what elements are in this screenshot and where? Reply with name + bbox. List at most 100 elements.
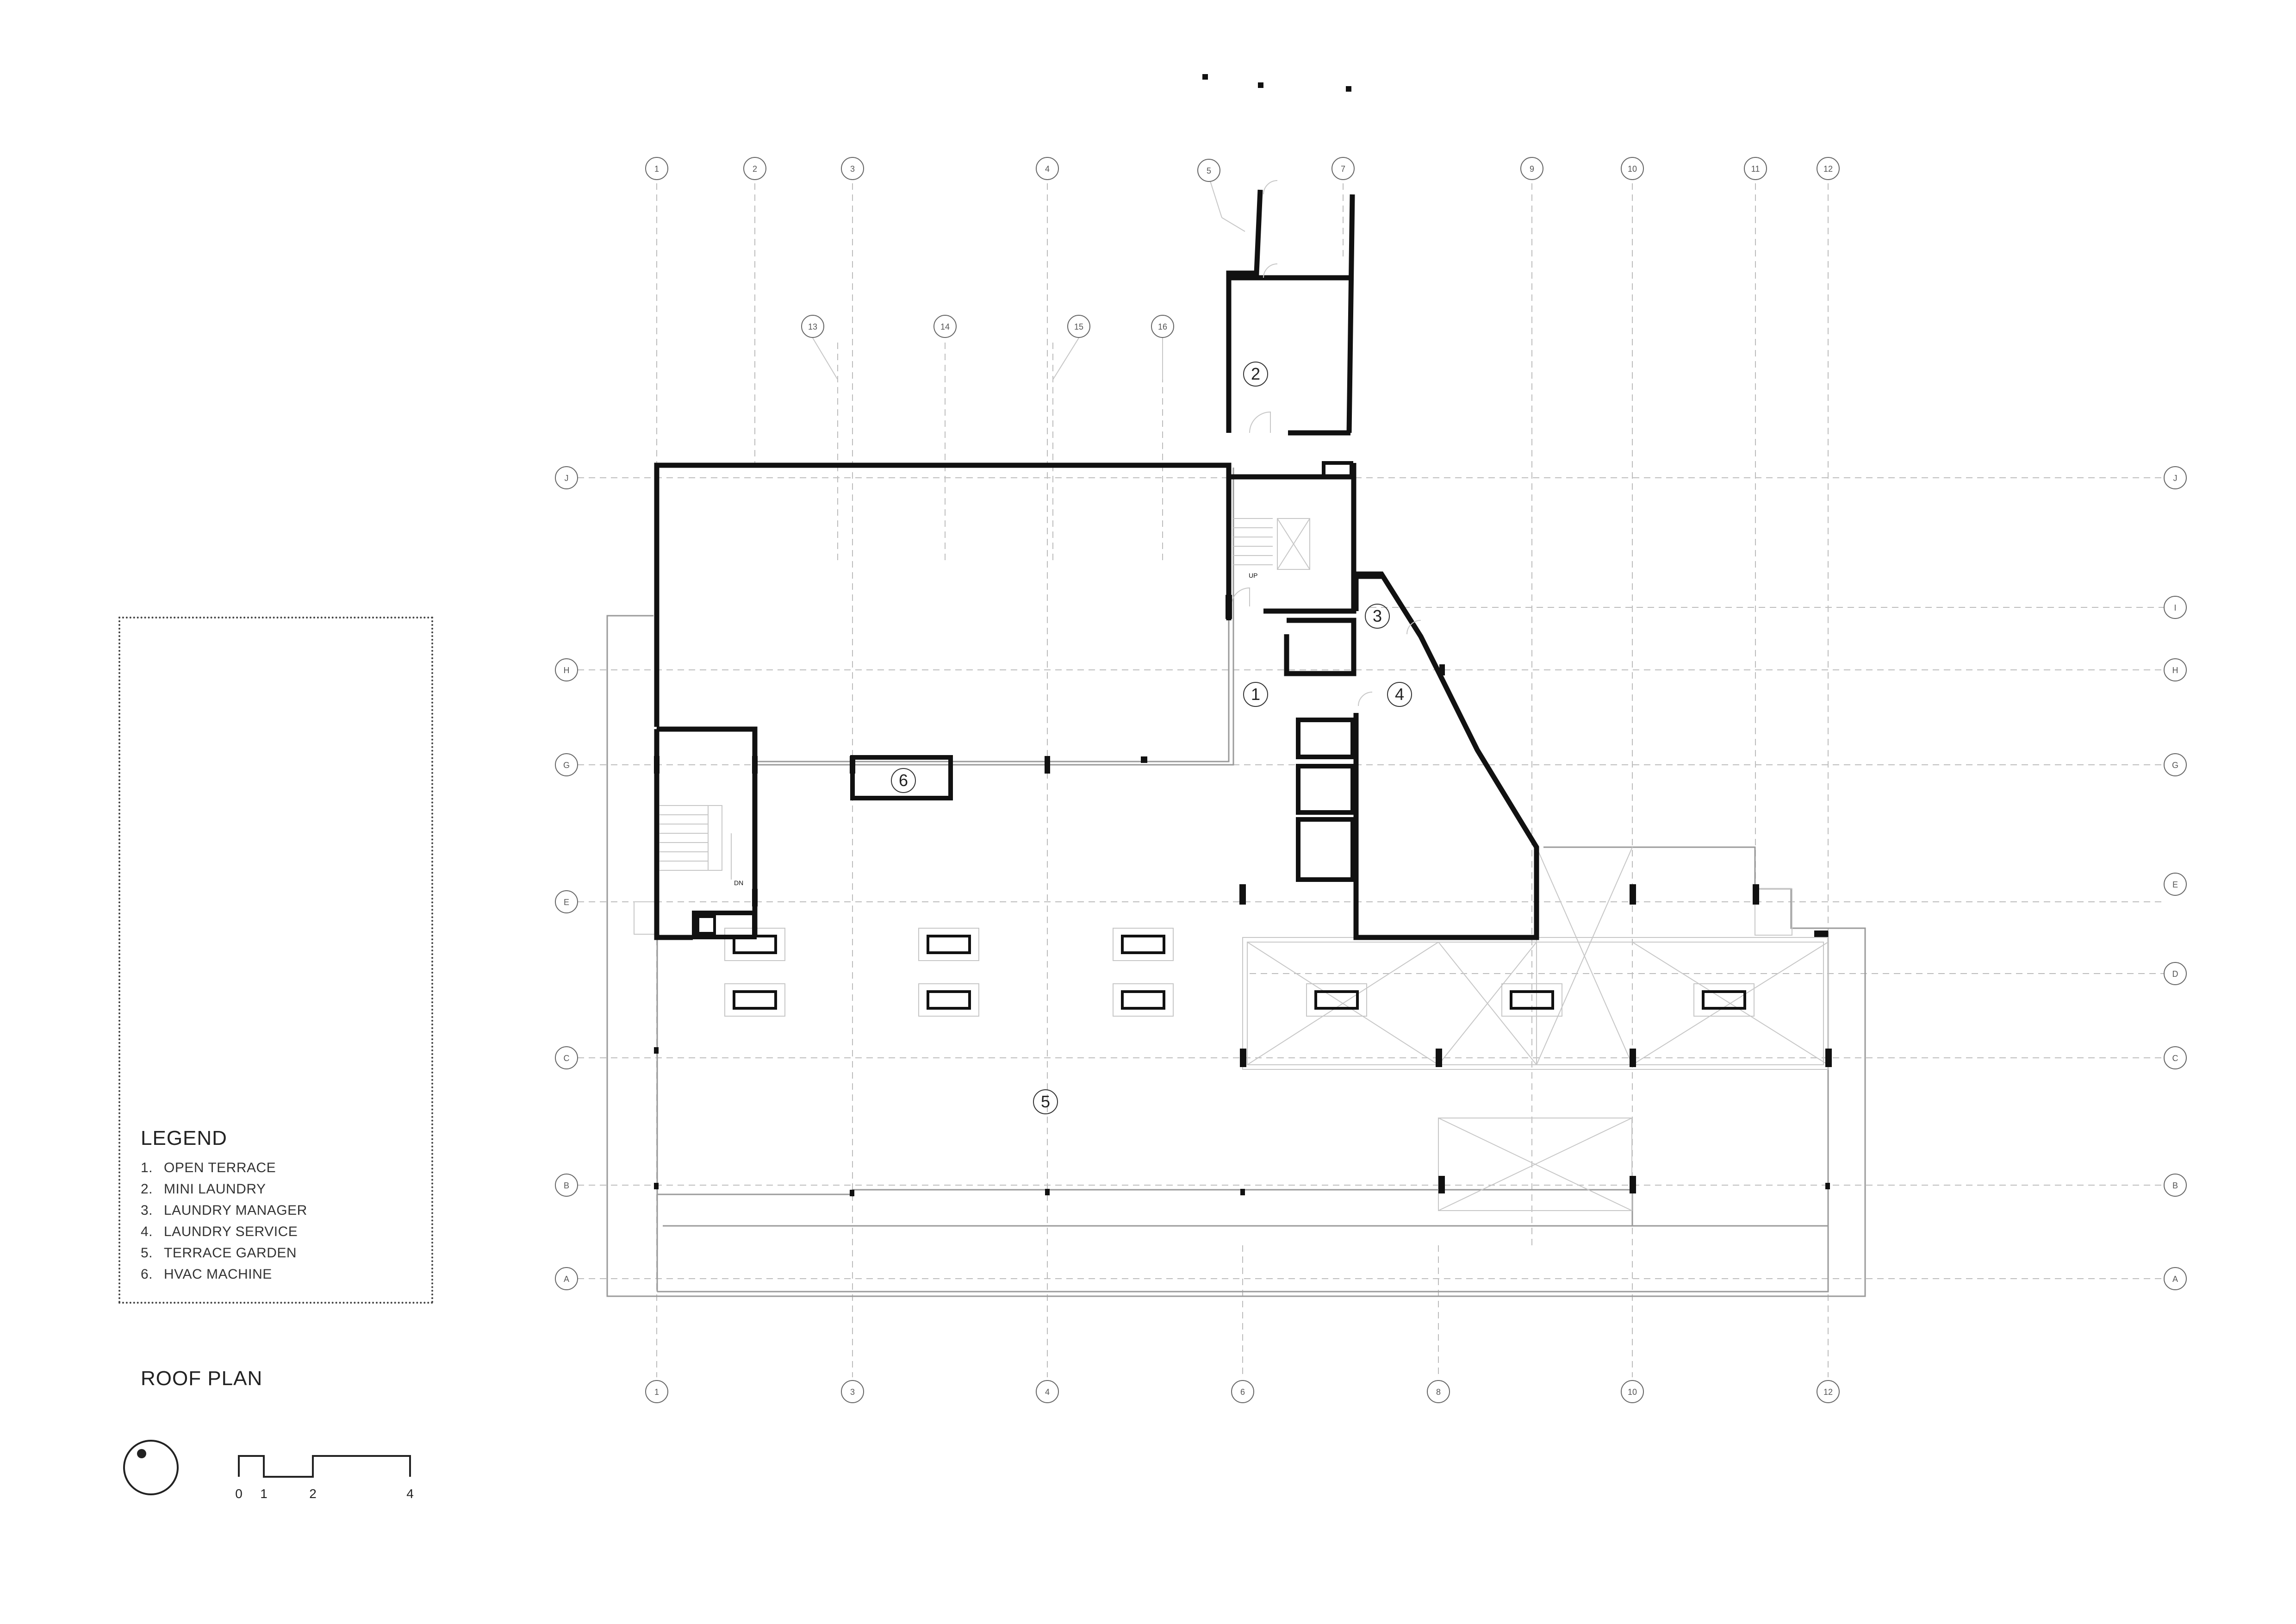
columns <box>654 74 1832 1196</box>
room-label-5: 5 <box>1033 1089 1058 1114</box>
grid-row-label: A <box>564 1274 569 1284</box>
grid-row-label: J <box>2173 474 2178 483</box>
grid-bubbles-bottom: 1 3 4 6 8 10 12 <box>645 1380 1840 1403</box>
legend-item-label: LAUNDRY MANAGER <box>164 1203 307 1218</box>
legend-item-number: 1. <box>141 1160 153 1175</box>
legend-item-label: OPEN TERRACE <box>164 1160 276 1175</box>
grid-col-label: 9 <box>1530 164 1534 174</box>
planter <box>1501 983 1562 1017</box>
grid-row-label: C <box>2172 1054 2178 1063</box>
terrace-outline <box>606 468 1866 1297</box>
grid-row-label: H <box>2172 666 2178 675</box>
svg-text:5: 5 <box>1041 1092 1050 1111</box>
scale-label: 0 <box>235 1487 243 1501</box>
legend-item: 5. TERRACE GARDEN <box>141 1243 307 1264</box>
grid-bubbles-left: J H G E C B A <box>555 466 578 1290</box>
legend-item-number: 3. <box>141 1203 153 1218</box>
room-label-3: 3 <box>1365 604 1390 629</box>
walls <box>654 189 1539 940</box>
grid-col-label: 14 <box>940 322 950 331</box>
grid-col-label: 3 <box>850 1387 855 1397</box>
grid-row-label: E <box>2172 880 2178 889</box>
room-label-1: 1 <box>1243 682 1268 707</box>
grid-col-label: 7 <box>1341 164 1345 174</box>
grid-col-label: 8 <box>1436 1387 1441 1397</box>
legend-item-number: 5. <box>141 1245 153 1261</box>
grid-col-label: 2 <box>753 164 757 174</box>
legend-item: 2. MINI LAUNDRY <box>141 1179 307 1200</box>
planter <box>1306 983 1367 1017</box>
stair-left: DN <box>660 805 743 887</box>
planter <box>1113 928 1174 961</box>
stair-core: UP <box>1233 518 1310 579</box>
legend-item-label: TERRACE GARDEN <box>164 1245 297 1261</box>
scale-label: 4 <box>406 1487 414 1501</box>
scale-label: 2 <box>309 1487 317 1501</box>
svg-text:1: 1 <box>1251 685 1260 704</box>
legend-item: 3. LAUNDRY MANAGER <box>141 1200 307 1221</box>
svg-text:2: 2 <box>1251 364 1260 383</box>
grid-col-label: 4 <box>1045 164 1050 174</box>
grid-bubbles-top: 1 2 3 4 5 7 9 10 11 12 <box>645 157 1840 182</box>
grid-col-label: 10 <box>1628 164 1637 174</box>
planter <box>1693 983 1755 1017</box>
room-label-4: 4 <box>1387 682 1412 707</box>
planter <box>918 983 979 1017</box>
grid-col-label: 15 <box>1074 322 1083 331</box>
legend-item-label: MINI LAUNDRY <box>164 1181 266 1197</box>
svg-text:3: 3 <box>1373 606 1382 625</box>
grid-col-label: 1 <box>654 1387 659 1397</box>
grid-lines <box>578 176 2164 1377</box>
legend-item: 1. OPEN TERRACE <box>141 1157 307 1179</box>
scale-bar: 0 1 2 4 <box>235 1455 414 1501</box>
grid-col-label: 12 <box>1823 164 1833 174</box>
grid-col-label: 11 <box>1751 164 1760 174</box>
grid-col-label: 3 <box>850 164 855 174</box>
grid-row-label: I <box>2174 603 2176 612</box>
legend-list: 1. OPEN TERRACE 2. MINI LAUNDRY 3. LAUNDRY … <box>141 1157 307 1285</box>
grid-row-label: E <box>564 898 569 907</box>
north-arrow-icon <box>123 1440 179 1495</box>
legend-item-label: HVAC MACHINE <box>164 1267 272 1282</box>
svg-text:6: 6 <box>899 771 908 790</box>
legend-box <box>118 617 433 1304</box>
legend-item-label: LAUNDRY SERVICE <box>164 1224 298 1239</box>
grid-row-label: C <box>564 1054 570 1063</box>
svg-text:4: 4 <box>1395 685 1404 704</box>
legend-item-number: 2. <box>141 1181 153 1197</box>
room-label-2: 2 <box>1243 362 1268 387</box>
scale-label: 1 <box>260 1487 268 1501</box>
grid-bubbles-right: J I H G E D C B A <box>2164 466 2187 1290</box>
grid-bubbles-inner: 13 14 15 16 <box>801 315 1174 338</box>
grid-col-label: 10 <box>1628 1387 1637 1397</box>
grid-col-label: 5 <box>1207 166 1211 175</box>
room-label-6: 6 <box>891 768 916 793</box>
planter <box>918 928 979 961</box>
planter <box>1113 983 1174 1017</box>
planters <box>724 928 1755 1017</box>
grid-col-label: 12 <box>1823 1387 1833 1397</box>
grid-row-label: B <box>2172 1181 2178 1190</box>
grid-col-label: 13 <box>808 322 817 331</box>
stair-down-label: DN <box>734 879 743 887</box>
legend-item-number: 4. <box>141 1224 153 1239</box>
grid-row-label: G <box>563 761 570 770</box>
grid-row-label: H <box>564 666 570 675</box>
grid-row-label: A <box>2172 1274 2178 1284</box>
legend-item: 4. LAUNDRY SERVICE <box>141 1221 307 1243</box>
grid-col-label: 4 <box>1045 1387 1050 1397</box>
legend-item-number: 6. <box>141 1267 153 1282</box>
grid-col-label: 16 <box>1158 322 1167 331</box>
room-labels: 1 2 3 4 5 6 <box>891 362 1412 1114</box>
legend-item: 6. HVAC MACHINE <box>141 1264 307 1285</box>
grid-col-label: 6 <box>1240 1387 1245 1397</box>
stair-up-label: UP <box>1249 572 1257 579</box>
grid-col-label: 1 <box>654 164 659 174</box>
planter <box>724 983 785 1017</box>
legend-title: LEGEND <box>141 1127 227 1149</box>
grid-row-label: G <box>2172 761 2178 770</box>
grid-row-label: J <box>565 474 569 483</box>
plan-title: ROOF PLAN <box>141 1367 263 1390</box>
grid-row-label: D <box>2172 969 2178 979</box>
